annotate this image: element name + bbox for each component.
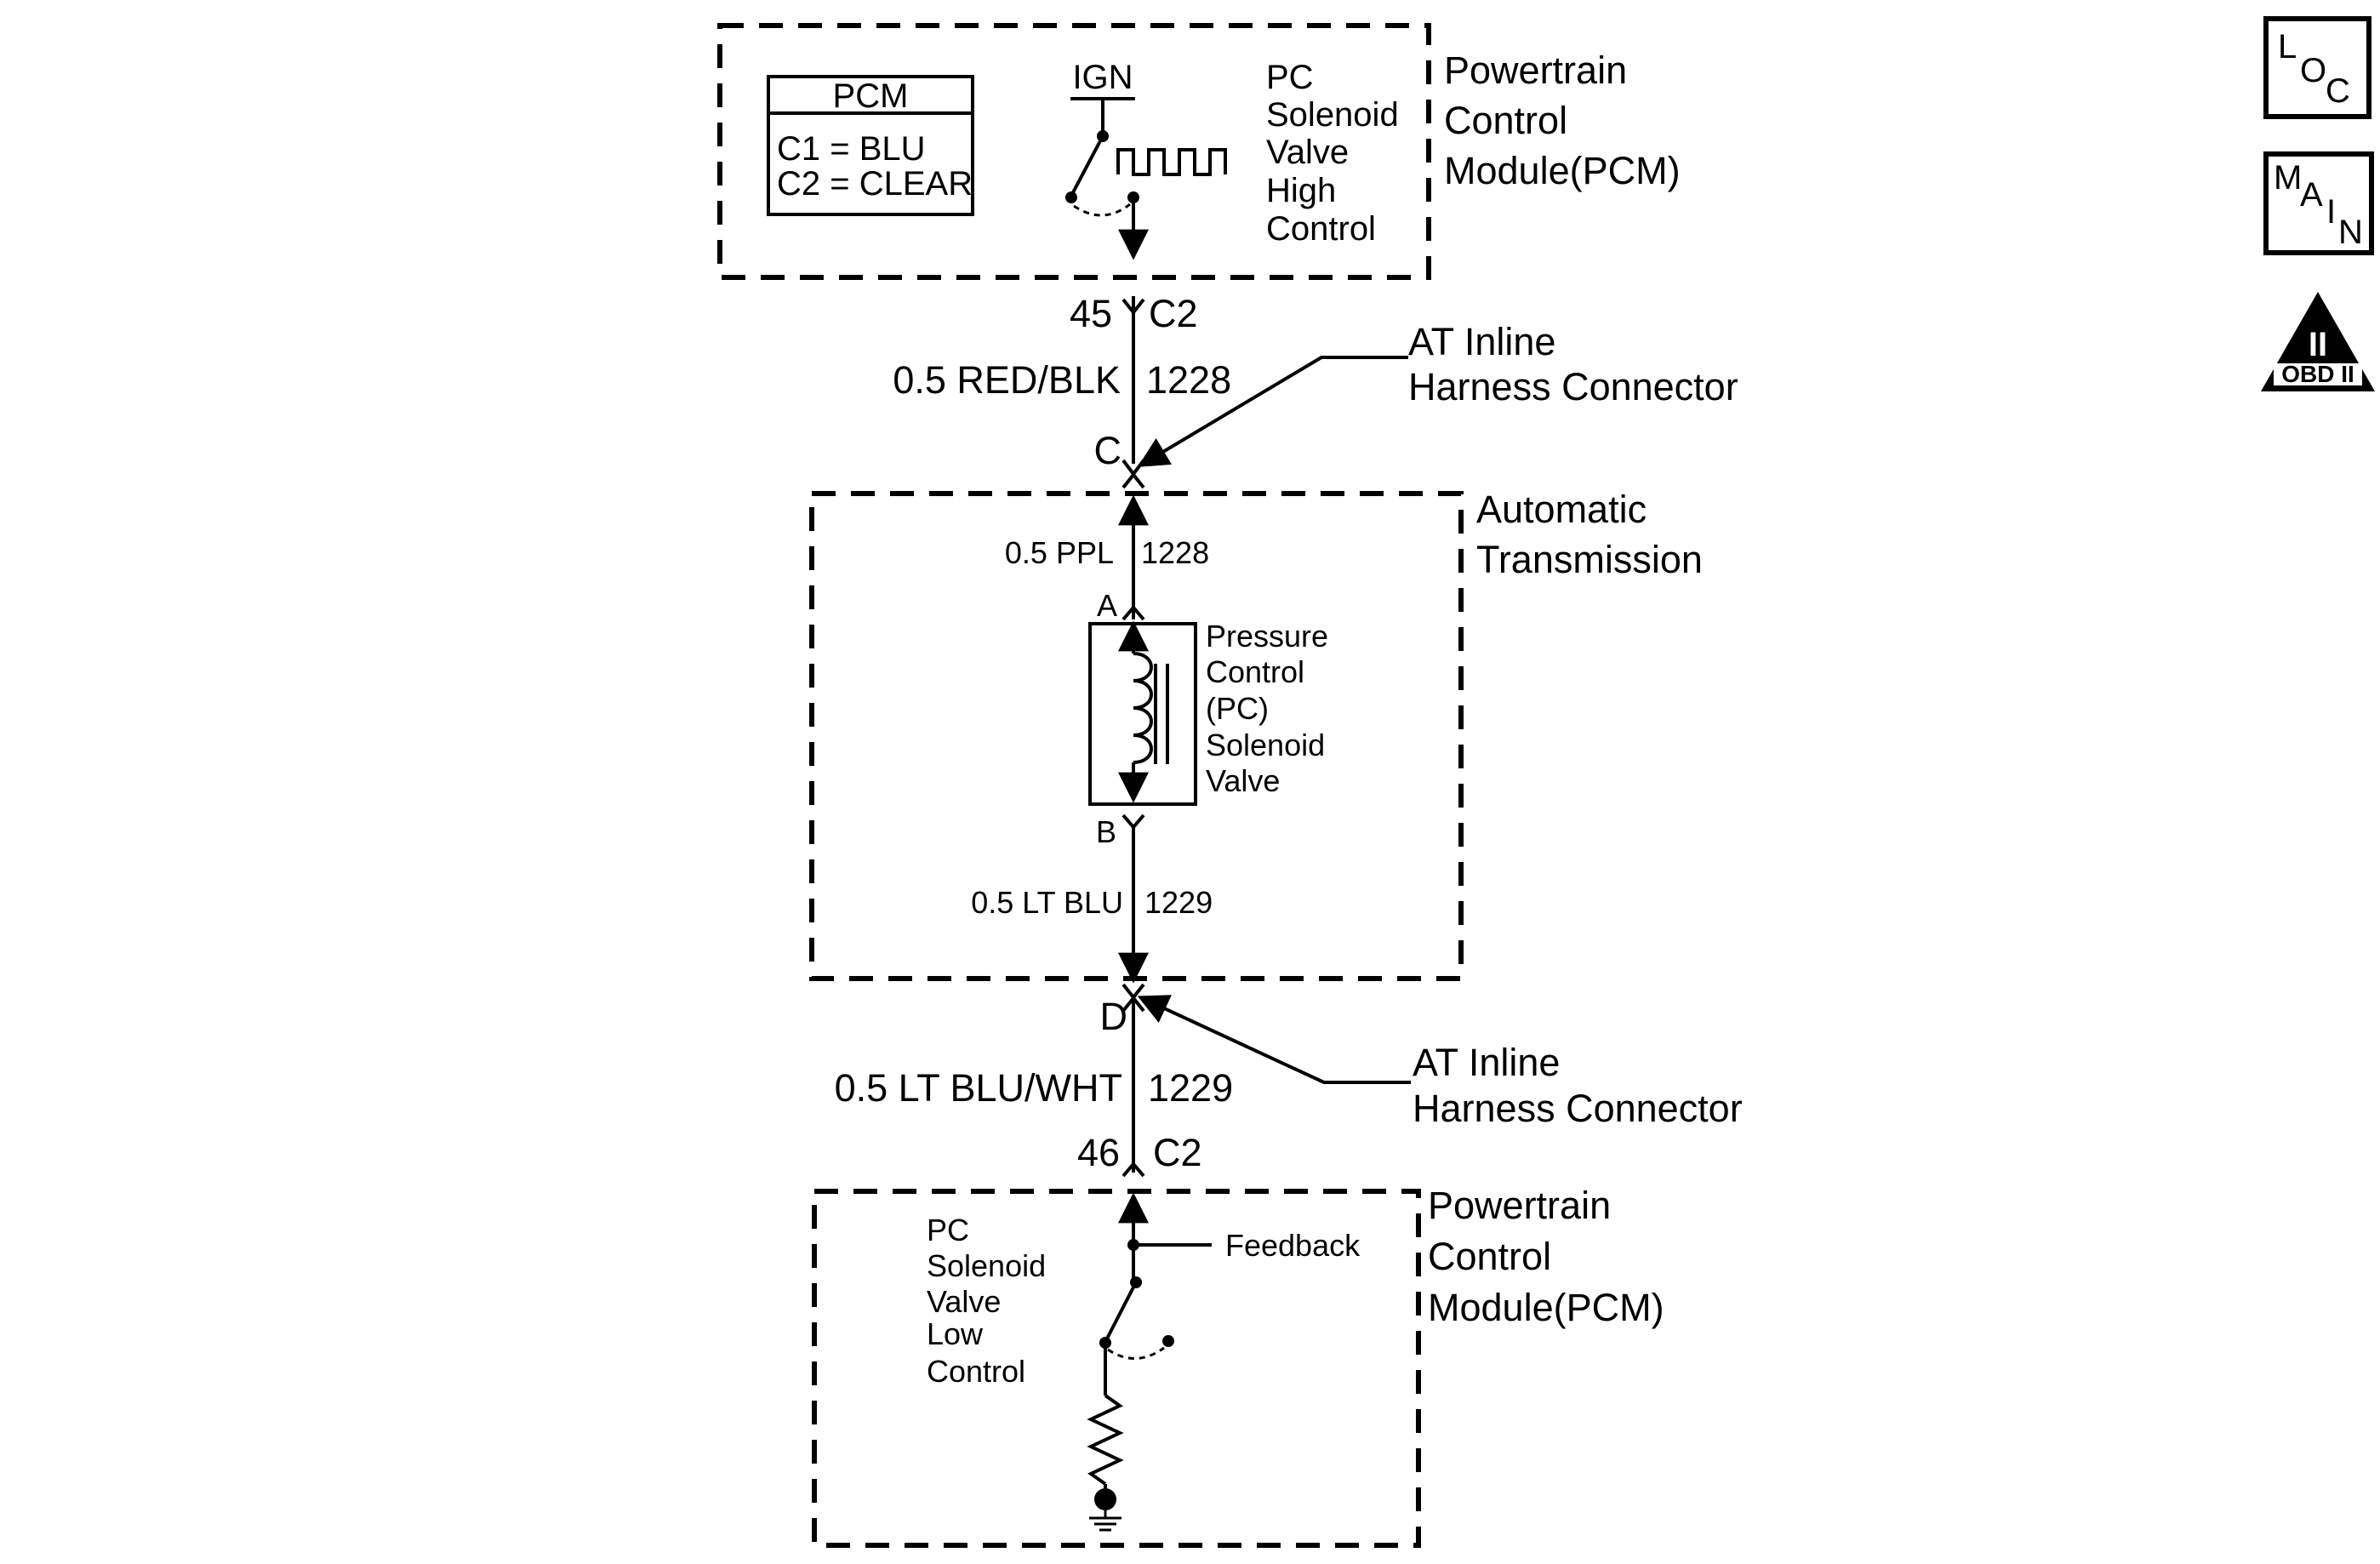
obd-ii-button[interactable]: II OBD II — [2261, 292, 2375, 391]
obd-ii-text: OBD II — [2281, 361, 2354, 387]
inline-pin-c-label: C — [1094, 429, 1122, 472]
pcm-connector-legend: PCM C1 = BLU C2 = CLEAR — [767, 75, 974, 216]
pc-solenoid-label: Pressure Control (PC) Solenoid Valve — [1206, 619, 1337, 798]
main-icon-letter-n: N — [2338, 214, 2363, 251]
inline-connector-2-callout: AT Inline Harness Connector — [1137, 995, 1743, 1130]
wire-top: 45 C2 0.5 RED/BLK 1228 C — [893, 292, 1231, 489]
high-control-label: PC Solenoid Valve High Control — [1266, 59, 1408, 248]
transmission-label: Automatic Transmission — [1476, 488, 1703, 581]
pin-46-terminal — [1122, 1161, 1145, 1178]
loc-icon-letter-c: C — [2326, 72, 2350, 110]
ground-icon — [1089, 1510, 1122, 1532]
wire-top-circuit: 1228 — [1146, 358, 1231, 402]
inline-connector-1-label: AT Inline Harness Connector — [1408, 320, 1738, 408]
inline-pin-d-label: D — [1100, 995, 1128, 1038]
obd-ii-numeral: II — [2309, 326, 2327, 363]
main-icon-letter-m: M — [2274, 159, 2302, 197]
connector-c2-bottom-label: C2 — [1153, 1131, 1202, 1174]
resistor-icon — [1087, 1394, 1124, 1486]
main-button[interactable]: M A I N — [2263, 151, 2374, 255]
pcm-top-border — [717, 23, 1431, 280]
ground-node-icon — [1094, 1488, 1116, 1510]
main-icon-letter-i: I — [2326, 193, 2336, 231]
pcm-top-label: Powertrain Control Module(PCM) — [1444, 49, 1681, 192]
pcm-bottom-border — [812, 1189, 1421, 1548]
loc-button[interactable]: L O C — [2263, 16, 2371, 119]
loc-icon-letter-l: L — [2278, 28, 2297, 66]
pin-a-terminal — [1122, 604, 1145, 621]
legend-line-c2: C2 = CLEAR — [777, 165, 973, 203]
pwm-signal-icon — [1116, 148, 1227, 176]
wire-b-gauge-color: 0.5 LT BLU — [971, 885, 1123, 920]
low-side-driver-switch — [1087, 1276, 1174, 1532]
loc-icon-letter-o: O — [2300, 52, 2326, 89]
pin-b-label: B — [1096, 814, 1116, 849]
main-icon-letter-a: A — [2300, 176, 2323, 214]
wire-a-gauge-color: 0.5 PPL — [1005, 535, 1114, 570]
high-side-driver-switch: IGN — [1065, 59, 1227, 260]
pc-solenoid-valve-symbol — [1088, 620, 1197, 806]
pcm-bottom-label: Powertrain Control Module(PCM) — [1428, 1184, 1664, 1329]
pin-b-terminal — [1122, 813, 1145, 831]
inline-c-terminal-bottom — [1122, 471, 1145, 489]
coil-icon — [1133, 652, 1153, 764]
wire-bottom: D 0.5 LT BLU/WHT 1229 46 C2 — [835, 983, 1233, 1178]
low-control-label: PC Solenoid Valve Low Control — [927, 1213, 1054, 1389]
pin-a-label: A — [1097, 588, 1117, 623]
wire-b-circuit: 1229 — [1144, 885, 1213, 920]
wire-top-gauge-color: 0.5 RED/BLK — [893, 358, 1121, 402]
legend-title: PCM — [833, 77, 909, 115]
pcm-bottom-module: Feedback PC Solenoid Valve Low Control — [812, 1189, 1421, 1548]
pin-45-label: 45 — [1070, 292, 1112, 335]
wire-a-circuit: 1228 — [1141, 535, 1209, 570]
pcm-top-module: PCM C1 = BLU C2 = CLEAR IGN PC Solenoid … — [717, 23, 1431, 280]
pin-46-label: 46 — [1077, 1131, 1120, 1174]
inline-connector-1-callout: AT Inline Harness Connector — [1137, 320, 1738, 467]
wire-bottom-circuit: 1229 — [1148, 1066, 1233, 1110]
connector-c2-top-label: C2 — [1149, 292, 1198, 335]
feedback-label: Feedback — [1225, 1228, 1361, 1263]
wire-bottom-gauge-color: 0.5 LT BLU/WHT — [835, 1066, 1122, 1110]
inline-connector-2-label: AT Inline Harness Connector — [1413, 1041, 1743, 1130]
ign-label: IGN — [1072, 59, 1133, 96]
legend-line-c1: C1 = BLU — [777, 130, 926, 168]
automatic-transmission: 0.5 PPL 1228 A Pressure Control (PC) Sol… — [809, 491, 1464, 984]
